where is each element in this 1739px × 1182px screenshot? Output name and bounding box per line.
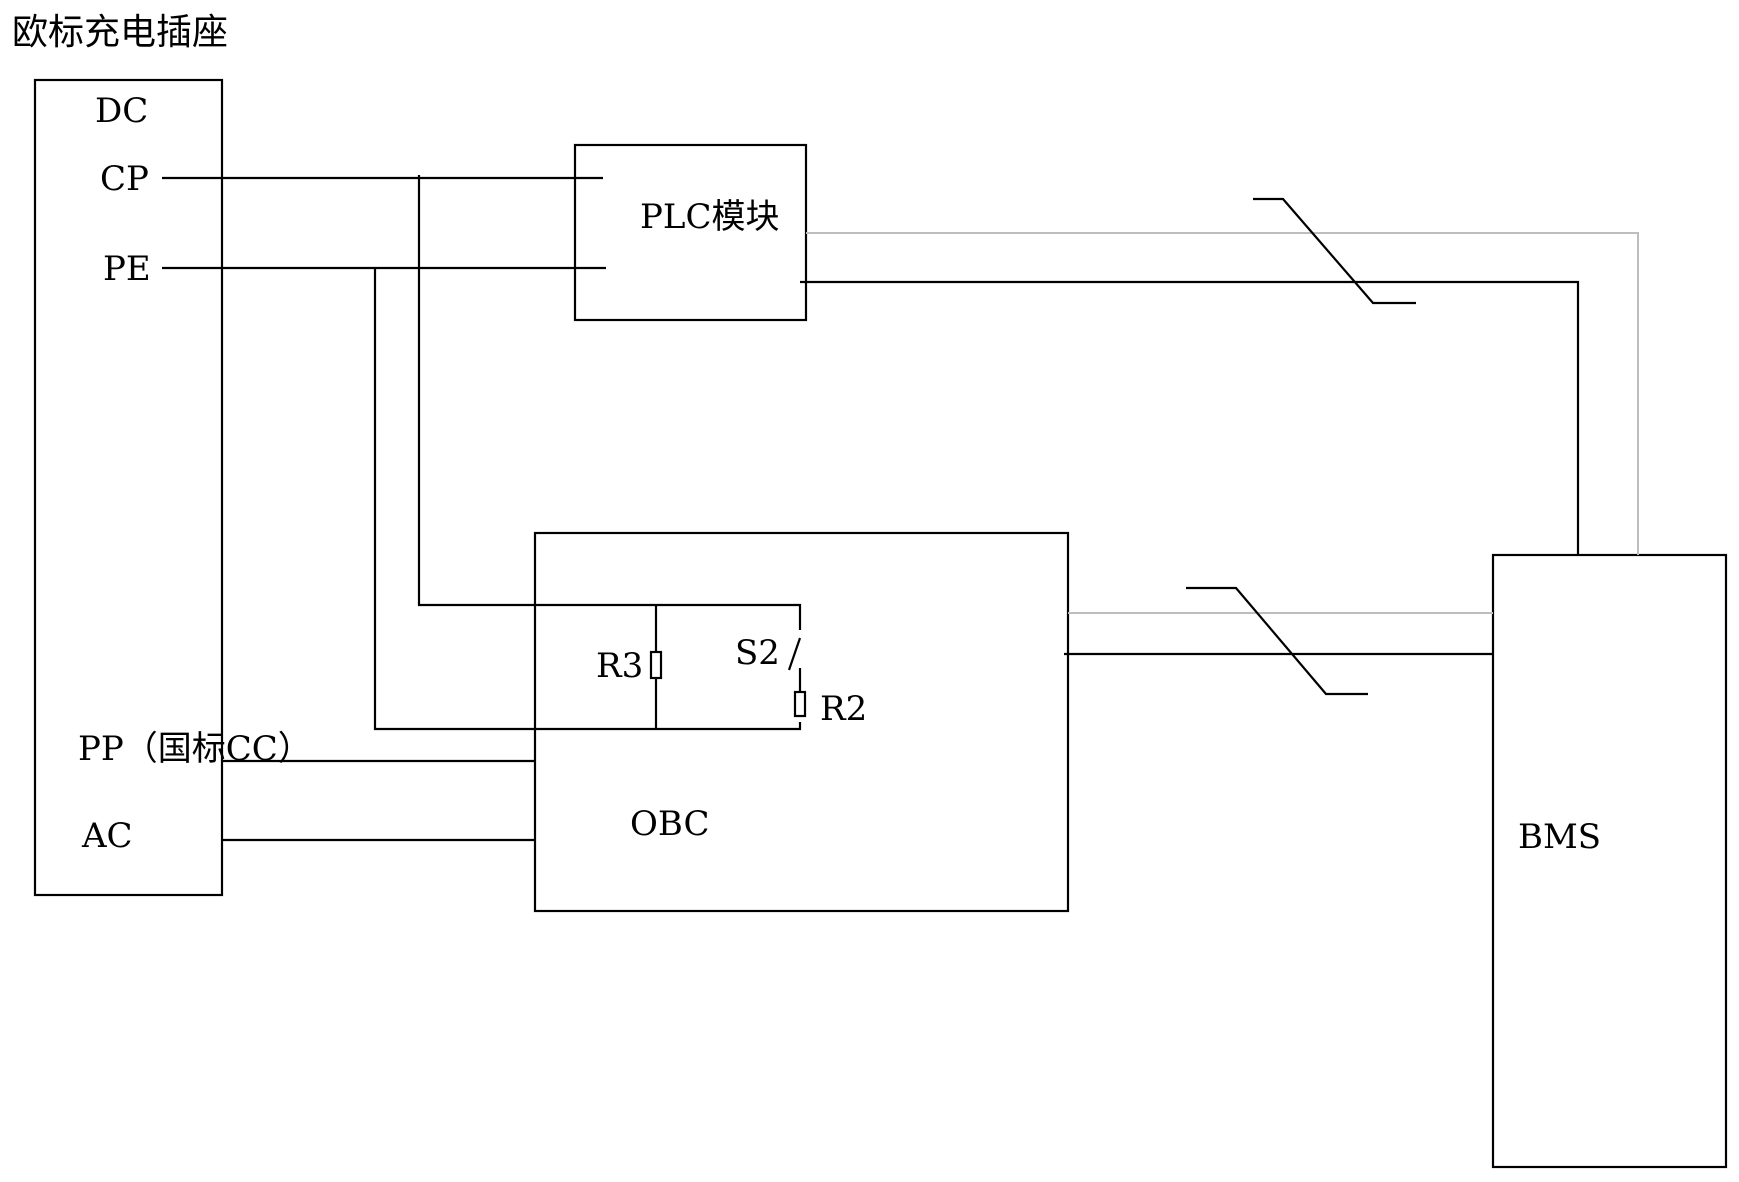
socket-dc-label: DC	[95, 91, 148, 131]
r3-label: R3	[596, 646, 643, 686]
plc-bms-data-wire	[800, 280, 1580, 555]
obc-bms-bus-break	[1186, 586, 1368, 696]
s2-switch-blade	[787, 637, 802, 671]
obc-label: OBC	[630, 804, 710, 844]
bms-box	[1491, 553, 1728, 1169]
cp-branch-wire	[417, 175, 802, 630]
plc-module-label: PLC模块	[640, 197, 779, 237]
socket-pp-label: PP（国标CC）	[78, 729, 312, 769]
s2-label: S2	[735, 633, 780, 673]
plc-bms-bus-break	[1253, 197, 1416, 305]
r3-resistor	[649, 650, 663, 680]
bms-label: BMS	[1518, 817, 1601, 857]
plc-bms-signal-wire	[806, 232, 1639, 555]
r2-resistor	[793, 690, 807, 718]
charging-socket-box	[33, 78, 224, 897]
diagram-title: 欧标充电插座	[12, 12, 228, 53]
socket-pe-label: PE	[103, 249, 151, 289]
obc-box	[533, 531, 1070, 913]
pe-branch-wire	[373, 268, 802, 731]
r2-label: R2	[820, 689, 867, 729]
socket-ac-label: AC	[81, 816, 133, 856]
socket-cp-label: CP	[100, 159, 149, 199]
